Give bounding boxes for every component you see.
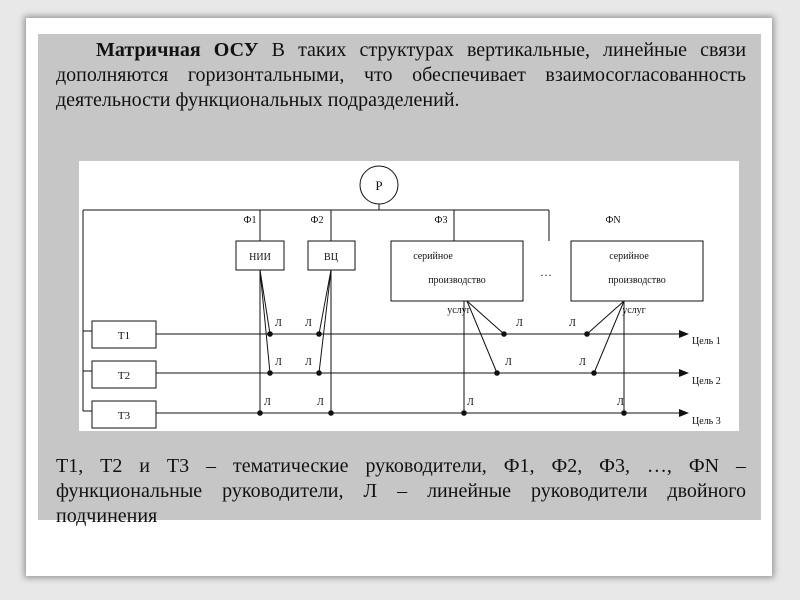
- legend-caption: Т1, Т2 и Т3 – тематические руководители,…: [56, 455, 746, 527]
- goal-label-3: Цель 3: [692, 416, 721, 427]
- unit-f3-line-1: серийное: [413, 251, 453, 262]
- junction-dot: [316, 331, 322, 337]
- function-label-f2: Ф2: [311, 215, 324, 226]
- theme-box-t2: [91, 360, 157, 389]
- theme-box-t3: [91, 400, 157, 429]
- arrow-goal-1: [679, 330, 689, 338]
- junction-dot: [267, 331, 273, 337]
- unit-label-nii: НИИ: [249, 252, 271, 263]
- unit-fn-line-3: услуг: [622, 305, 646, 316]
- unit-box-f3: [390, 240, 524, 302]
- linear-label: Л: [305, 318, 312, 329]
- junction-dot: [461, 410, 467, 416]
- diagram-svg: Р Ф1 Ф2 Ф3 ФN НИИ ВЦ серийное производст…: [82, 165, 721, 429]
- junction-dot: [267, 370, 273, 376]
- linear-label: Л: [305, 357, 312, 368]
- fn-to-goal1: [586, 300, 625, 335]
- linear-label: Л: [569, 318, 576, 329]
- function-label-fn: ФN: [605, 215, 620, 226]
- junction-dot: [328, 410, 334, 416]
- junction-dot: [257, 410, 263, 416]
- intro-text: В таких структурах вертикальные, линейны…: [56, 39, 747, 111]
- junction-dot: [316, 370, 322, 376]
- linear-label: Л: [505, 357, 512, 368]
- unit-fn-line-2: производство: [608, 275, 666, 286]
- linear-label: Л: [275, 357, 282, 368]
- junction-dot: [621, 410, 627, 416]
- nii-to-goal2: [259, 269, 271, 374]
- junction-dot: [591, 370, 597, 376]
- unit-label-vc: ВЦ: [324, 252, 338, 263]
- vc-to-goal1: [318, 269, 332, 335]
- matrix-structure-diagram: Р Ф1 Ф2 Ф3 ФN НИИ ВЦ серийное производст…: [79, 161, 739, 431]
- linear-label: Л: [579, 357, 586, 368]
- linear-label: Л: [317, 397, 324, 408]
- intro-title: Матричная ОСУ: [96, 39, 259, 61]
- junction-dot: [494, 370, 500, 376]
- unit-f3-line-3: услуг: [447, 305, 471, 316]
- units-ellipsis: …: [540, 265, 552, 279]
- goal-label-1: Цель 1: [692, 336, 721, 347]
- intro-paragraph: Матричная ОСУ В таких структурах вертика…: [56, 38, 746, 113]
- junction-dot: [584, 331, 590, 337]
- unit-box-fn: [570, 240, 704, 302]
- arrow-goal-3: [679, 409, 689, 417]
- unit-f3-line-2: производство: [428, 275, 486, 286]
- theme-label-t3: Т3: [118, 410, 131, 422]
- arrow-goal-2: [679, 369, 689, 377]
- f3-to-goal2: [466, 300, 498, 374]
- linear-label: Л: [264, 397, 271, 408]
- root-label: Р: [375, 178, 382, 193]
- linear-label: Л: [467, 397, 474, 408]
- fn-to-goal2: [593, 300, 625, 374]
- goal-label-2: Цель 2: [692, 376, 721, 387]
- theme-label-t2: Т2: [118, 370, 130, 382]
- linear-label: Л: [516, 318, 523, 329]
- function-label-f1: Ф1: [244, 215, 257, 226]
- unit-fn-line-1: серийное: [609, 251, 649, 262]
- theme-label-t1: Т1: [118, 330, 130, 342]
- vc-to-goal2: [318, 269, 332, 374]
- f3-to-goal1: [466, 300, 505, 335]
- nii-to-goal1: [259, 269, 271, 335]
- linear-label: Л: [617, 397, 624, 408]
- linear-label: Л: [275, 318, 282, 329]
- junction-dot: [501, 331, 507, 337]
- function-label-f3: Ф3: [435, 215, 448, 226]
